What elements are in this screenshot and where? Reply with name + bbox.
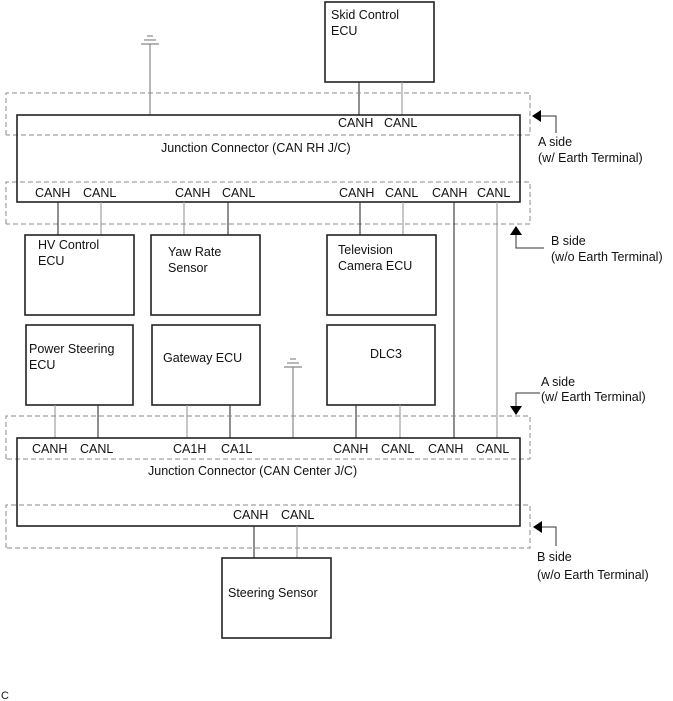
- skid-control-ecu-label-1: Skid Control: [331, 8, 399, 22]
- rh-b-side-label-2: (w/o Earth Terminal): [551, 250, 663, 264]
- television-camera-ecu-label-1: Television: [338, 243, 393, 257]
- rh-jc-a-pin-canh: CANH: [338, 116, 373, 130]
- rh-jc-b-pin: CANH: [339, 186, 374, 200]
- rh-junction-connector: [16, 114, 521, 203]
- center-jc-a-side-region: [5, 415, 531, 460]
- rh-jc-b-pin: CANL: [222, 186, 255, 200]
- rh-jc-label: Junction Connector (CAN RH J/C): [161, 141, 351, 155]
- yaw-rate-sensor-box: [150, 234, 261, 316]
- figure-code: C: [1, 690, 9, 701]
- center-jc-a-pin: CANL: [381, 442, 414, 456]
- yaw-rate-sensor-label-2: Sensor: [168, 261, 208, 275]
- steering-sensor-label: Steering Sensor: [228, 586, 318, 600]
- yaw-rate-sensor-label-1: Yaw Rate: [168, 245, 221, 259]
- television-camera-ecu-box: [326, 234, 437, 316]
- center-a-side-pointer: [510, 392, 540, 415]
- center-jc-a-pin: CANL: [80, 442, 113, 456]
- center-jc-a-pin: CA1L: [221, 442, 252, 456]
- center-b-side-label-1: B side: [537, 550, 572, 564]
- rh-jc-b-pin: CANH: [175, 186, 210, 200]
- rh-b-side-pointer: [510, 226, 544, 249]
- rh-jc-b-pin: CANL: [83, 186, 116, 200]
- center-jc-b-side-region: [5, 504, 531, 549]
- center-jc-a-pin: CANH: [333, 442, 368, 456]
- gateway-ecu-box: [151, 324, 261, 406]
- center-junction-connector: [16, 437, 521, 527]
- skid-control-ecu-box: [324, 1, 435, 83]
- gateway-ecu-label: Gateway ECU: [163, 351, 242, 365]
- hv-control-ecu-label-2: ECU: [38, 254, 64, 268]
- center-a-side-label-1: A side: [541, 375, 575, 389]
- center-jc-a-pin: CANH: [428, 442, 463, 456]
- rh-jc-b-pin: CANH: [35, 186, 70, 200]
- center-jc-label: Junction Connector (CAN Center J/C): [148, 464, 357, 478]
- center-jc-a-pin: CANH: [32, 442, 67, 456]
- center-jc-b-pin-canh: CANH: [233, 508, 268, 522]
- rh-a-side-label-1: A side: [538, 135, 572, 149]
- rh-jc-a-pin-canl: CANL: [384, 116, 417, 130]
- hv-control-ecu-box: [24, 234, 135, 316]
- dlc3-label: DLC3: [370, 347, 402, 361]
- center-jc-a-pin: CA1H: [173, 442, 206, 456]
- rh-a-side-pointer: [532, 110, 557, 133]
- rh-a-side-label-2: (w/ Earth Terminal): [538, 151, 643, 165]
- rh-jc-b-pin: CANL: [477, 186, 510, 200]
- power-steering-ecu-label-2: ECU: [29, 358, 55, 372]
- center-jc-b-pin-canl: CANL: [281, 508, 314, 522]
- rh-jc-b-pin: CANL: [385, 186, 418, 200]
- earth-terminal-icon: [284, 358, 302, 438]
- rh-jc-a-side-region: [5, 92, 531, 136]
- rh-b-side-label-1: B side: [551, 234, 586, 248]
- power-steering-ecu-label-1: Power Steering: [29, 342, 115, 356]
- earth-terminal-icon: [141, 35, 159, 115]
- center-a-side-label-2: (w/ Earth Terminal): [541, 390, 646, 404]
- television-camera-ecu-label-2: Camera ECU: [338, 259, 412, 273]
- center-b-side-label-2: (w/o Earth Terminal): [537, 568, 649, 582]
- hv-control-ecu-label-1: HV Control: [38, 238, 99, 252]
- skid-control-ecu-label-2: ECU: [331, 24, 357, 38]
- center-jc-a-pin: CANL: [476, 442, 509, 456]
- dlc3-box: [326, 324, 436, 406]
- center-b-side-pointer: [533, 521, 557, 546]
- rh-jc-b-side-region: [5, 181, 531, 225]
- steering-sensor-box: [221, 557, 332, 639]
- rh-jc-b-pin: CANH: [432, 186, 467, 200]
- power-steering-ecu-box: [25, 324, 134, 406]
